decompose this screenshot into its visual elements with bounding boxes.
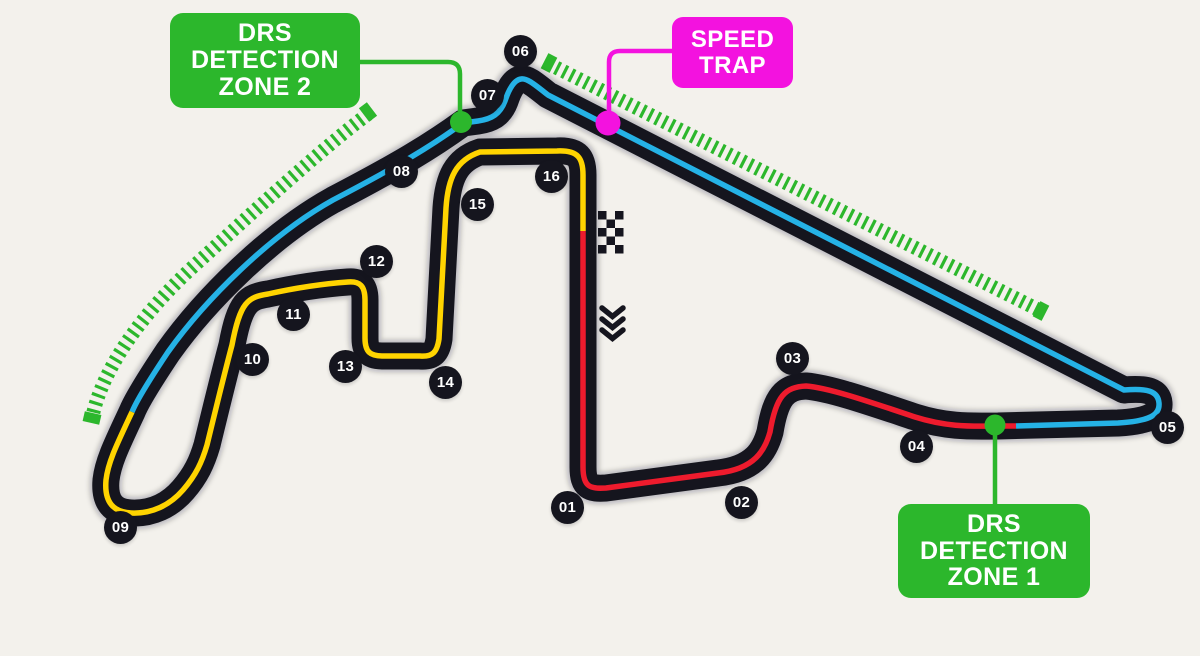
turn-marker-04: 04: [900, 430, 933, 463]
drs-zone-1-line3: ZONE 1: [947, 563, 1041, 592]
drs-zone-2-line3: ZONE 2: [218, 72, 312, 101]
drs-zone-2-line2: DETECTION: [190, 46, 340, 75]
turn-marker-06: 06: [504, 35, 537, 68]
drs-zone-end-blocks: [82, 53, 1050, 425]
turn-marker-12: 12: [360, 245, 393, 278]
speed-trap-point: [595, 110, 621, 136]
turn-marker-09: 09: [104, 511, 137, 544]
drs-detection-point-1: [984, 414, 1006, 436]
race-direction-chevrons: [599, 305, 626, 343]
turn-marker-10: 10: [236, 343, 269, 376]
drs-zone-2-line1: DRS: [238, 19, 292, 48]
turn-marker-13: 13: [329, 350, 362, 383]
turn-marker-02: 02: [725, 486, 758, 519]
turn-marker-16: 16: [535, 160, 568, 193]
drs-zone-marking-back-straight: [545, 57, 1045, 318]
speed-trap-line2: TRAP: [699, 51, 766, 79]
drs-zone-marking-left-straight: [86, 108, 373, 416]
drs-detection-zone-1-label: DRS DETECTION ZONE 1: [898, 504, 1090, 598]
turn-marker-03: 03: [776, 342, 809, 375]
turn-marker-15: 15: [461, 188, 494, 221]
turn-marker-01: 01: [551, 491, 584, 524]
track-segment-yellow: [103, 148, 586, 516]
track-segment-red: [580, 231, 1016, 491]
turn-marker-08: 08: [385, 155, 418, 188]
speed-trap-connector: [606, 48, 675, 115]
drs-zone-1-line1: DRS: [967, 509, 1021, 538]
drs-zone-2-connector: [355, 59, 463, 115]
turn-marker-14: 14: [429, 366, 462, 399]
start-finish-checkered-flag: [598, 211, 624, 254]
speed-trap-line1: SPEED: [690, 25, 775, 53]
drs-detection-zone-2-label: DRS DETECTION ZONE 2: [170, 13, 360, 108]
drs-detection-point-2: [450, 111, 472, 133]
turn-marker-05: 05: [1151, 411, 1184, 444]
turn-marker-11: 11: [277, 298, 310, 331]
drs-zone-1-line2: DETECTION: [919, 536, 1069, 565]
turn-marker-07: 07: [471, 79, 504, 112]
track-segment-blue: [129, 76, 1162, 429]
speed-trap-label: SPEED TRAP: [672, 17, 793, 88]
